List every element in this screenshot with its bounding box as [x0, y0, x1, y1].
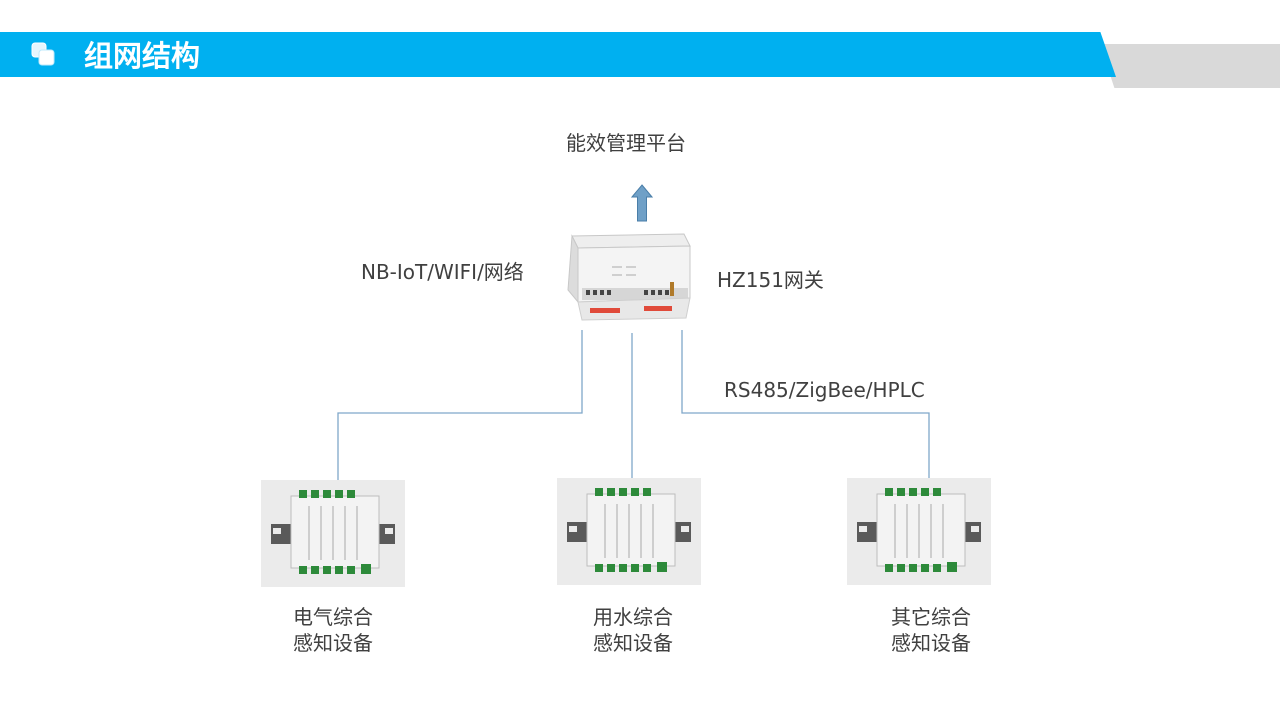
header-accent-gray	[1100, 44, 1280, 88]
device-label-line2: 感知设备	[293, 631, 373, 655]
page-title: 组网结构	[84, 39, 201, 73]
device-label-other: 其它综合 感知设备	[851, 604, 1011, 656]
device-image-water	[557, 478, 701, 585]
connector-line-right	[681, 330, 930, 478]
device-label-line2: 感知设备	[891, 631, 971, 655]
gateway-device-image	[567, 233, 691, 321]
device-label-line1: 电气综合	[293, 605, 373, 629]
bus-label: RS485/ZigBee/HPLC	[724, 378, 925, 402]
din-rail-module-icon	[261, 480, 405, 587]
platform-label: 能效管理平台	[566, 131, 686, 155]
din-rail-module-icon	[847, 478, 991, 585]
network-label: NB-IoT/WIFI/网络	[361, 260, 524, 284]
din-rail-module-icon	[557, 478, 701, 585]
up-arrow-icon	[631, 184, 653, 222]
device-image-other	[847, 478, 991, 585]
device-label-electric: 电气综合 感知设备	[253, 604, 413, 656]
device-label-line2: 感知设备	[593, 631, 673, 655]
device-label-line1: 用水综合	[593, 605, 673, 629]
connector-line-left	[337, 330, 583, 480]
device-image-electric	[261, 480, 405, 587]
gateway-label: HZ151网关	[717, 268, 824, 292]
device-label-water: 用水综合 感知设备	[553, 604, 713, 656]
header-banner	[0, 32, 1116, 77]
bullet-square-icon	[31, 42, 55, 66]
device-label-line1: 其它综合	[891, 605, 971, 629]
